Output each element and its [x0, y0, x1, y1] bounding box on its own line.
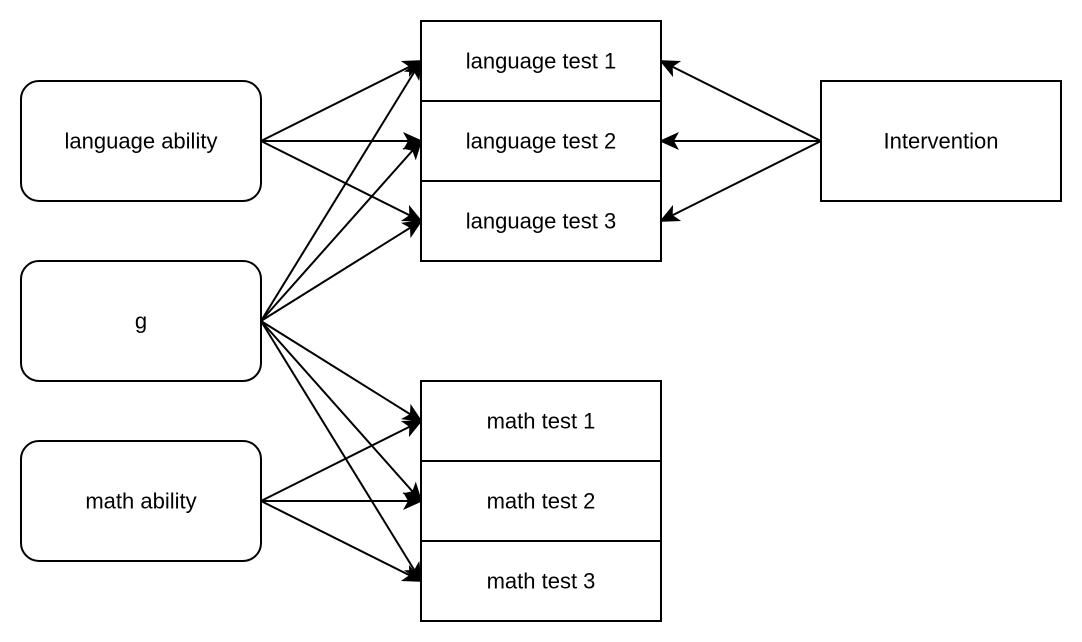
edge-intervention-to-language-test-1: [659, 60, 822, 142]
node-math-test-3: math test 3: [420, 540, 662, 622]
edge-g-to-math-test-2: [260, 320, 423, 503]
edge-language-ability-to-language-test-1: [260, 60, 423, 142]
node-language-test-3: language test 3: [420, 180, 662, 262]
edge-language-ability-to-language-test-3: [260, 140, 423, 222]
node-label: language test 2: [466, 129, 616, 154]
edges-layer: [260, 59, 822, 583]
node-g: g: [20, 260, 262, 382]
node-math-ability: math ability: [20, 440, 262, 562]
node-label: math test 2: [487, 489, 596, 514]
node-label: math test 1: [487, 409, 596, 434]
edge-math-ability-to-math-test-3: [260, 500, 423, 582]
node-language-test-2: language test 2: [420, 100, 662, 182]
node-label: math ability: [85, 489, 196, 514]
node-language-test-1: language test 1: [420, 20, 662, 102]
node-label: g: [135, 309, 147, 334]
node-label: language test 3: [466, 209, 616, 234]
node-math-test-2: math test 2: [420, 460, 662, 542]
edge-g-to-math-test-3: [260, 320, 423, 583]
edge-math-ability-to-math-test-1: [260, 420, 423, 502]
edge-g-to-language-test-1: [260, 59, 423, 322]
node-math-test-1: math test 1: [420, 380, 662, 462]
node-label: Intervention: [884, 129, 999, 154]
edge-g-to-math-test-1: [260, 320, 423, 423]
node-label: language ability: [65, 129, 218, 154]
edge-g-to-language-test-2: [260, 139, 423, 322]
edge-g-to-language-test-3: [260, 219, 423, 322]
node-intervention: Intervention: [820, 80, 1062, 202]
node-label: math test 3: [487, 569, 596, 594]
node-label: language test 1: [466, 49, 616, 74]
node-language-ability: language ability: [20, 80, 262, 202]
edge-intervention-to-language-test-3: [659, 140, 822, 222]
